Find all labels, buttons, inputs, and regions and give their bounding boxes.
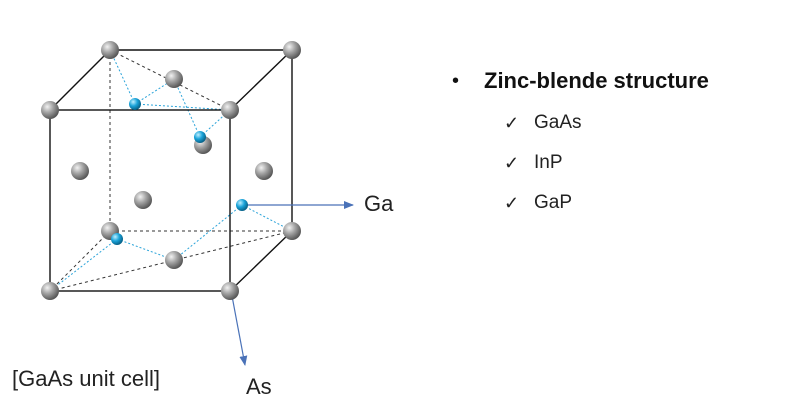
checkmark-icon: ✓ <box>504 152 520 173</box>
gray-atom <box>221 282 239 300</box>
checkmark-icon: ✓ <box>504 112 520 133</box>
gray-atom <box>134 191 152 209</box>
bond-line <box>116 238 175 261</box>
checkmark-icon: ✓ <box>504 192 520 213</box>
gray-atom <box>41 101 59 119</box>
as-label: As <box>246 374 272 399</box>
gray-atom <box>101 41 119 59</box>
blue-atom <box>111 233 123 245</box>
bond-line <box>173 204 243 261</box>
gray-atom <box>165 251 183 269</box>
list-item: ✓ GaAs <box>504 103 709 143</box>
gray-atom <box>283 41 301 59</box>
list-item: ✓ GaP <box>504 183 709 223</box>
list-item-label: GaP <box>534 192 573 213</box>
list-item-label: InP <box>534 152 563 173</box>
legend-heading: Zinc-blende structure <box>484 68 709 93</box>
cube-edge-top-left <box>49 49 111 111</box>
bond-line <box>241 204 293 232</box>
legend-items: ✓ GaAs ✓ InP ✓ GaP <box>452 103 709 223</box>
structure-legend: • Zinc-blende structure ✓ GaAs ✓ InP ✓ G… <box>452 66 709 223</box>
gray-atom <box>165 70 183 88</box>
blue-atom <box>236 199 248 211</box>
gray-atom <box>255 162 273 180</box>
bond-line <box>173 78 201 138</box>
bond-line <box>49 238 118 292</box>
ga-label: Ga <box>364 191 394 216</box>
as-arrow <box>231 295 248 366</box>
blue-atom <box>129 98 141 110</box>
diagram-caption: [GaAs unit cell] <box>12 366 160 391</box>
blue-atom <box>194 131 206 143</box>
cube-edge-top-right <box>229 49 293 111</box>
list-item-label: GaAs <box>534 112 582 133</box>
gray-atom <box>221 101 239 119</box>
front-face <box>49 109 231 292</box>
gray-atom <box>283 222 301 240</box>
gray-atom <box>41 282 59 300</box>
gray-atom <box>71 162 89 180</box>
bullet-icon: • <box>452 69 460 92</box>
bond-line <box>109 49 136 105</box>
hidden-edge-back-left-diagonal <box>49 230 111 292</box>
list-item: ✓ InP <box>504 143 709 183</box>
bond-line <box>134 103 231 111</box>
cube-edges <box>49 49 293 292</box>
cube-edge-bottom-right <box>229 230 293 292</box>
legend-heading-row: • Zinc-blende structure <box>452 66 709 96</box>
